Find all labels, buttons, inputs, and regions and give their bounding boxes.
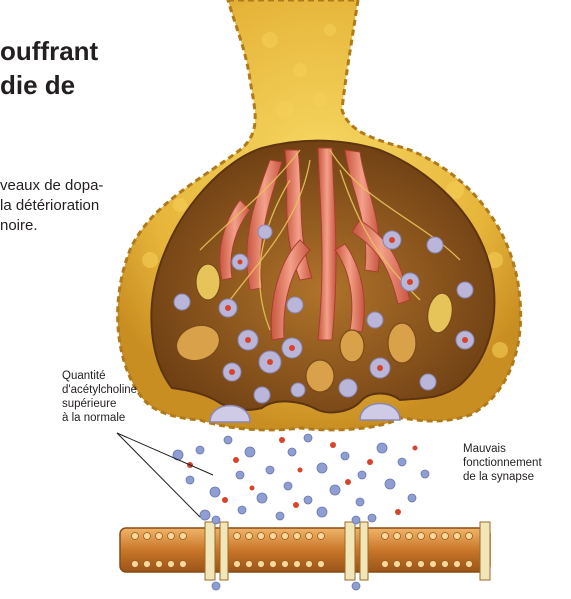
synapse-label-line: fonctionnement [463, 456, 542, 470]
acetylcholine-label-line: d'acétylcholine [62, 383, 137, 397]
annotation-leaders [117, 433, 213, 517]
synapse-label-line: de la synapse [463, 470, 542, 484]
neurotransmitter-molecules [173, 434, 429, 522]
intro-line: la détérioration [0, 196, 103, 216]
acetylcholine-label-line: Quantité [62, 369, 137, 383]
intro-paragraph: veaux de dopa- la détérioration noire. [0, 176, 103, 236]
acetylcholine-label: Quantité d'acétylcholine supérieure à la… [62, 369, 137, 425]
heading-line: die de [0, 68, 98, 102]
synapse-label-line: Mauvais [463, 442, 542, 456]
synapse-label: Mauvais fonctionnement de la synapse [463, 442, 542, 484]
acetylcholine-label-line: supérieure [62, 397, 137, 411]
intro-line: noire. [0, 216, 103, 236]
page-heading: ouffrant die de [0, 34, 98, 102]
heading-line: ouffrant [0, 34, 98, 68]
postsynaptic-membrane [120, 516, 490, 590]
acetylcholine-label-line: à la normale [62, 411, 137, 425]
intro-line: veaux de dopa- [0, 176, 103, 196]
